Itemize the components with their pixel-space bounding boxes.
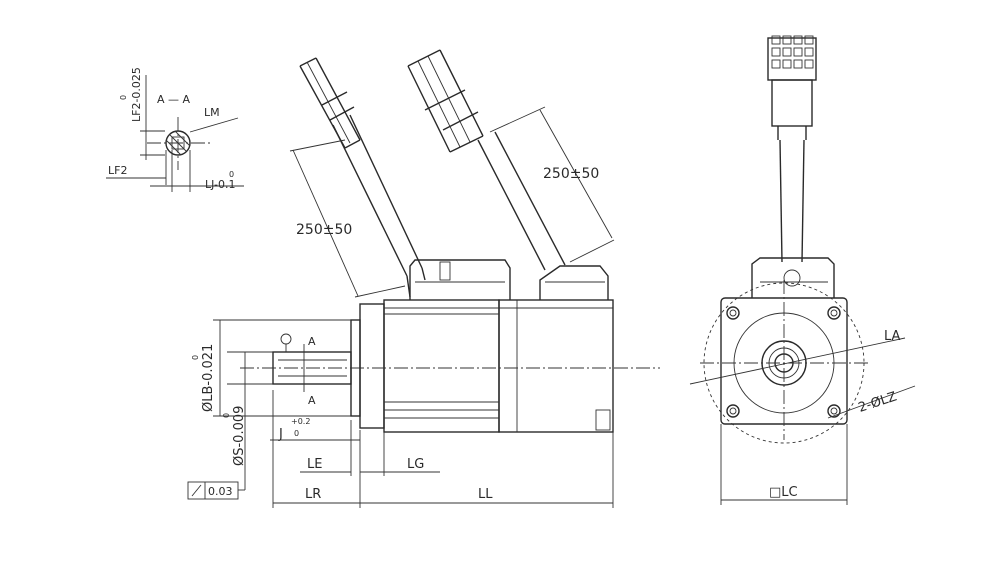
lc-label: □LC (769, 485, 798, 500)
lr-label: LR (305, 487, 321, 502)
lg-label: LG (407, 457, 424, 472)
front-flange (720, 297, 848, 425)
cable-length-left: 250±50 (296, 222, 352, 238)
cable-length-right: 250±50 (543, 166, 599, 182)
lz-label: 2-ØLZ (857, 389, 899, 415)
lf2-tol-label: LF2-0.025 (130, 67, 143, 122)
svg-text:+0.2: +0.2 (291, 417, 310, 426)
le-label: LE (307, 457, 322, 472)
svg-text:0: 0 (191, 355, 200, 360)
front-connector-housing (751, 257, 835, 298)
lj-label: LJ-0.1 (205, 178, 235, 191)
runout-value: 0.03 (208, 485, 233, 498)
la-label: LA (884, 329, 901, 344)
cable-dim-left: 250±50 (289, 139, 406, 298)
svg-text:0: 0 (294, 429, 299, 438)
s-label: ØS-0.009 (232, 406, 247, 466)
side-dimensions: ØLB-0.021 0 ØS-0.009 0 J +0.2 0 LE LG LR… (187, 319, 614, 508)
runout-frame (187, 481, 239, 500)
connector-housing-left (409, 259, 511, 300)
lf2-label: LF2 (108, 164, 127, 177)
section-mark-top: A (308, 335, 316, 348)
motor-front-view (700, 35, 870, 444)
motor-side-view: A A (240, 259, 660, 433)
svg-text:0: 0 (229, 170, 234, 179)
front-dimensions: LA 2-ØLZ □LC (689, 329, 916, 505)
flange (359, 303, 385, 429)
front-body (383, 299, 500, 433)
cable-right (407, 49, 566, 271)
j-label: J (278, 427, 283, 442)
svg-text:0: 0 (119, 95, 128, 100)
datum-symbol (280, 333, 292, 345)
section-mark-bottom: A (308, 394, 316, 407)
svg-text:0: 0 (222, 413, 231, 418)
lm-label: LM (204, 106, 220, 119)
cable-dim-right: 250±50 (489, 106, 615, 263)
cable-left (299, 57, 426, 298)
rear-body (498, 299, 614, 433)
section-view: A — A LM LF2-0.025 0 LF2 LJ-0.1 0 (106, 67, 244, 192)
connector-housing-right (539, 265, 609, 300)
section-title: A — A (157, 93, 191, 106)
ll-label: LL (478, 487, 493, 502)
lb-label: ØLB-0.021 (201, 344, 216, 412)
